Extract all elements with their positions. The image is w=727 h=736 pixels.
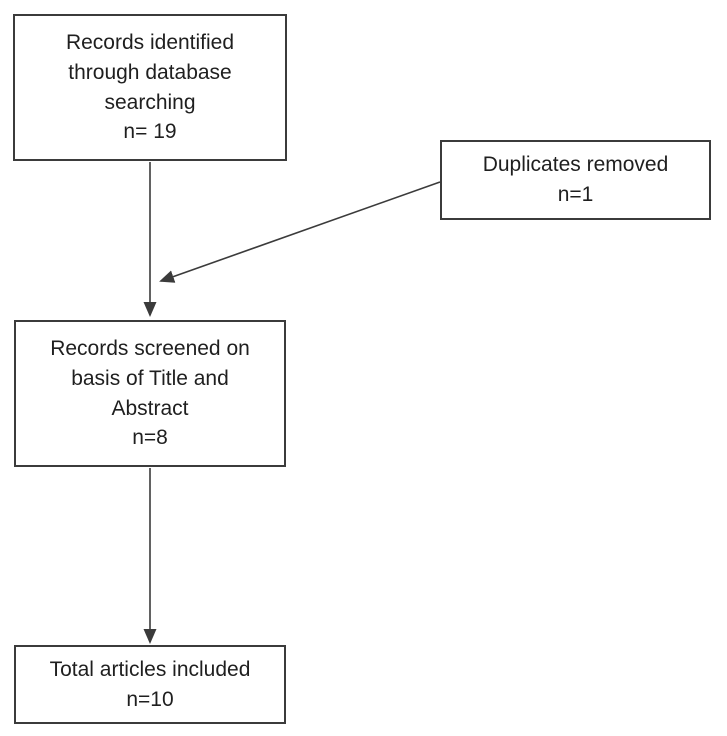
node-total-included-label: Total articles included — [49, 657, 251, 681]
node-records-screened: Records screened on basis of Title and A… — [14, 320, 286, 467]
node-total-included-count: n=10 — [126, 687, 174, 711]
node-total-included: Total articles included n=10 — [14, 645, 286, 724]
arrow-duplicates-to-flow — [159, 181, 441, 283]
node-duplicates-removed: Duplicates removed n=1 — [440, 140, 711, 220]
node-duplicates-removed-label: Duplicates removed — [482, 153, 669, 177]
node-records-identified-count: n= 19 — [123, 120, 177, 144]
node-records-screened-count: n=8 — [132, 426, 168, 450]
node-duplicates-removed-count: n=1 — [557, 183, 594, 206]
node-records-identified: Records identified through database sear… — [13, 14, 287, 161]
node-records-screened-label: Records screened on basis of Title and A… — [50, 336, 250, 420]
node-records-identified-label: Records identified through database sear… — [65, 30, 235, 114]
